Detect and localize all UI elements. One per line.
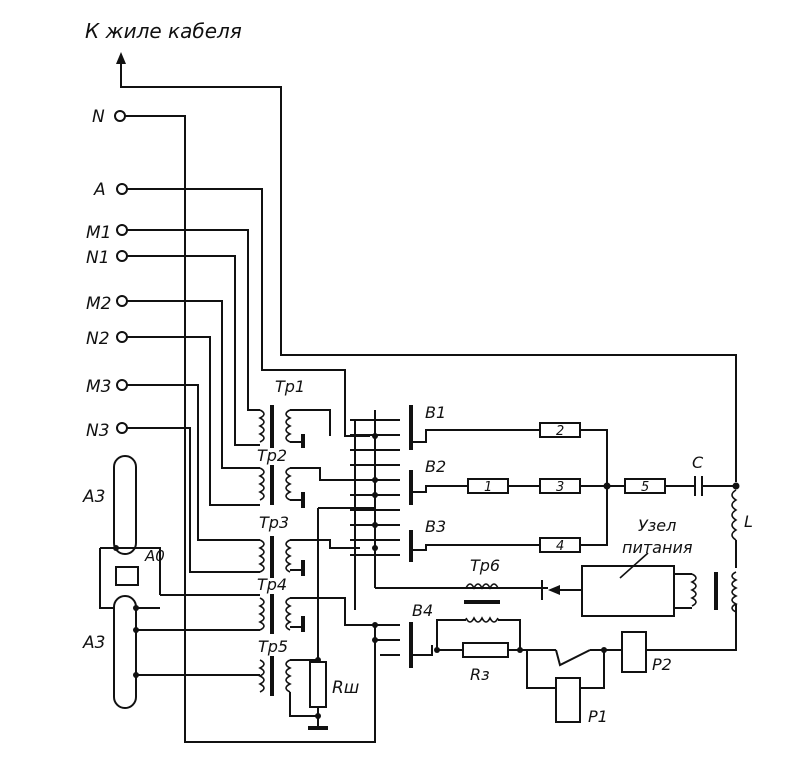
svg-text:N: N: [92, 107, 105, 127]
ammeter-a3-upper: A3: [82, 455, 137, 555]
element-1: 1: [467, 478, 540, 495]
relay-p2: P2: [604, 604, 737, 674]
svg-text:5: 5: [641, 480, 649, 495]
element-4: 4: [539, 482, 611, 554]
svg-text:A: A: [93, 180, 106, 200]
transformer-tp4: Тр4: [257, 575, 375, 634]
relay-p1: P1: [555, 677, 608, 726]
svg-text:C: C: [692, 453, 704, 472]
svg-text:Тр2: Тр2: [257, 446, 287, 465]
svg-text:B2: B2: [425, 457, 446, 476]
terminal-m2: M2: [86, 294, 128, 314]
ammeter-a0: A0: [99, 545, 185, 678]
transformer-tp3: Тр3: [258, 513, 360, 578]
ammeter-a3-lower: A3: [82, 595, 137, 709]
terminal-n1: N1: [86, 248, 128, 268]
svg-text:Тр4: Тр4: [257, 575, 287, 594]
svg-text:питания: питания: [622, 538, 693, 557]
element-2: 2: [539, 422, 608, 486]
cable-label: К жиле кабеля: [85, 19, 242, 43]
svg-text:B4: B4: [412, 601, 433, 620]
svg-text:P1: P1: [588, 707, 608, 726]
svg-text:L: L: [744, 512, 753, 531]
terminal-m1: M1: [86, 223, 128, 243]
capacitor-c: C: [692, 453, 740, 496]
block-b1: B1: [409, 403, 540, 450]
svg-text:4: 4: [556, 539, 564, 554]
svg-text:M1: M1: [86, 223, 111, 243]
svg-text:1: 1: [484, 480, 492, 495]
terminal-n2: N2: [86, 329, 128, 349]
transformer-tp2: Тр2: [257, 446, 360, 508]
svg-text:Тр1: Тр1: [275, 377, 305, 396]
svg-text:A0: A0: [144, 547, 165, 565]
element-3: 3: [539, 478, 625, 495]
svg-text:M2: M2: [86, 294, 111, 314]
element-5: 5: [624, 478, 695, 495]
block-b3: B3: [409, 517, 540, 562]
transformer-tp5: Тр5: [258, 637, 318, 717]
svg-text:Тр3: Тр3: [259, 513, 289, 532]
svg-text:B1: B1: [425, 403, 446, 422]
svg-text:A3: A3: [82, 487, 105, 507]
transformer-tp1: Тр1: [258, 377, 331, 448]
svg-text:Rз: Rз: [470, 665, 490, 684]
svg-text:M3: M3: [86, 377, 111, 397]
resistor-shunt: Rш: [308, 507, 375, 730]
svg-text:A3: A3: [82, 633, 105, 653]
svg-text:Тр6: Тр6: [470, 556, 500, 575]
svg-text:Тр5: Тр5: [258, 637, 288, 656]
protection-circuit: Rз: [436, 619, 607, 689]
svg-text:Узел: Узел: [638, 516, 676, 535]
svg-text:P2: P2: [652, 655, 672, 674]
svg-text:N1: N1: [86, 248, 110, 268]
svg-text:N3: N3: [86, 421, 110, 441]
terminal-n: N: [92, 107, 126, 127]
switch-bus: [350, 410, 548, 656]
inductor-l: L: [731, 489, 753, 568]
terminal-a: A: [93, 180, 128, 200]
svg-text:3: 3: [556, 480, 564, 495]
input-wiring: [125, 115, 376, 743]
terminal-m3: M3: [86, 377, 128, 397]
block-b4: B4: [409, 601, 440, 668]
svg-text:Rш: Rш: [332, 678, 359, 698]
block-b2: B2: [409, 457, 468, 505]
power-unit: Узел питания: [541, 516, 738, 617]
svg-text:B3: B3: [425, 517, 446, 536]
terminal-n3: N3: [86, 421, 128, 441]
cable-arrow: [116, 52, 737, 482]
svg-text:2: 2: [556, 424, 564, 439]
transformer-tp6: Тр6: [464, 556, 500, 623]
svg-text:N2: N2: [86, 329, 110, 349]
